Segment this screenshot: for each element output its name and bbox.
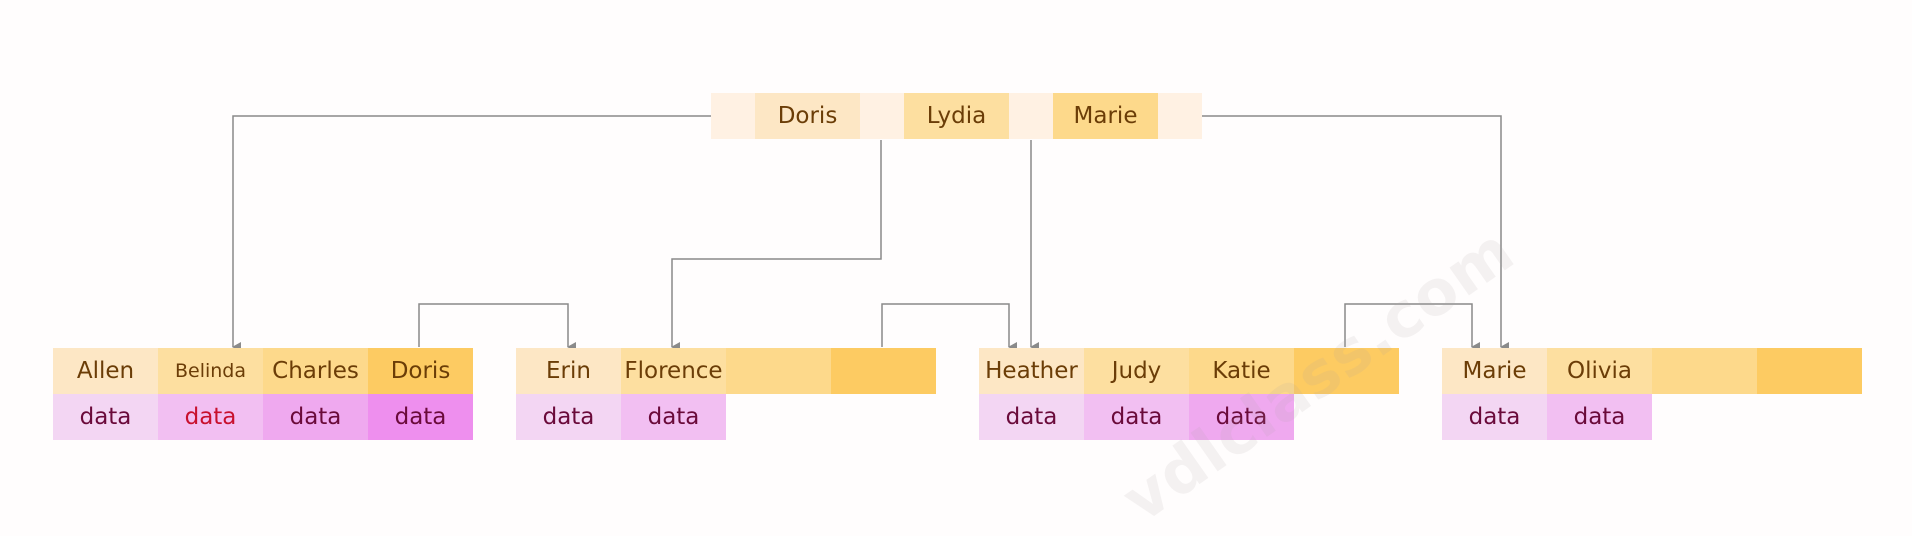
leaf-data: data — [53, 394, 158, 440]
leaf-data: data — [621, 394, 726, 440]
root-pointer-1-arrow — [671, 140, 882, 352]
leaf-data: data — [516, 394, 621, 440]
leaf-data: data — [1547, 394, 1652, 440]
leaf-link-1-2-arrow — [418, 303, 576, 352]
leaf-key: Katie — [1189, 348, 1294, 394]
root-pointer-0-arrow — [232, 115, 711, 352]
leaf-key-empty — [726, 348, 831, 394]
leaf-key-empty — [831, 348, 936, 394]
leaf-key-empty — [1652, 348, 1757, 394]
leaf-data: data — [263, 394, 368, 440]
leaf-key: Allen — [53, 348, 158, 394]
root-pointer-slot — [860, 93, 904, 139]
leaf-key: Erin — [516, 348, 621, 394]
root-key-marie: Marie — [1053, 93, 1158, 139]
leaf-data: data — [368, 394, 473, 440]
leaf-key: Belinda — [158, 348, 263, 394]
tree-pointer-arrows — [232, 115, 1509, 352]
leaf-key: Olivia — [1547, 348, 1652, 394]
leaf-link-3-4-arrow — [1344, 303, 1480, 352]
leaf-key: Florence — [621, 348, 726, 394]
leaf-key: Judy — [1084, 348, 1189, 394]
leaf-data: data — [158, 394, 263, 440]
leaf-key: Marie — [1442, 348, 1547, 394]
root-pointer-3-arrow — [1201, 115, 1509, 352]
root-key-lydia: Lydia — [904, 93, 1009, 139]
leaf-key: Charles — [263, 348, 368, 394]
leaf-link-2-3-arrow — [881, 303, 1017, 352]
leaf-data: data — [979, 394, 1084, 440]
leaf-key: Doris — [368, 348, 473, 394]
root-pointer-slot — [1009, 93, 1053, 139]
root-key-doris: Doris — [755, 93, 860, 139]
leaf-data: data — [1442, 394, 1547, 440]
leaf-key: Heather — [979, 348, 1084, 394]
leaf-key-empty — [1294, 348, 1399, 394]
leaf-key-empty — [1757, 348, 1862, 394]
root-pointer-slot — [711, 93, 755, 139]
leaf-data: data — [1189, 394, 1294, 440]
root-pointer-slot — [1158, 93, 1202, 139]
leaf-data: data — [1084, 394, 1189, 440]
bplus-tree-diagram: Doris Lydia Marie Allen Belinda Charles … — [53, 93, 1862, 536]
